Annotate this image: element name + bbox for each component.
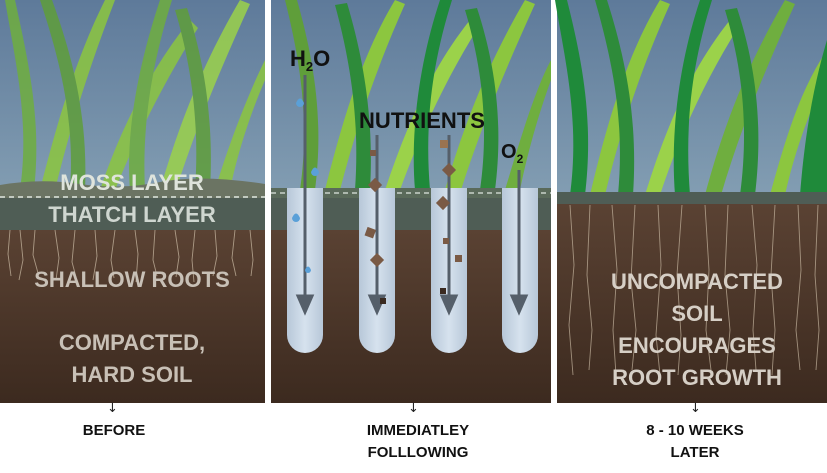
water-drops — [292, 98, 319, 273]
nutrients-label: NUTRIENTS — [359, 108, 485, 133]
caption-arrow-before: ↓ — [107, 401, 118, 416]
nutrient-particles — [364, 140, 462, 304]
shallow-roots — [7, 229, 254, 283]
later-line1: UNCOMPACTED — [611, 269, 783, 294]
later-line3: ENCOURAGES — [618, 333, 776, 358]
o2-label: O2 — [501, 141, 524, 166]
shallow-roots-label: SHALLOW ROOTS — [34, 267, 230, 292]
grass-immediately — [285, 0, 551, 190]
soil-before — [0, 230, 265, 403]
panel-later: UNCOMPACTED SOIL ENCOURAGES ROOT GROWTH — [555, 0, 827, 403]
panel-divider — [265, 0, 271, 403]
thatch-layer-band — [0, 198, 265, 230]
caption-arrow-later: ↓ — [690, 401, 701, 416]
diagram-illustration: MOSS LAYER THATCH LAYER SHALLOW ROOTS CO… — [0, 0, 827, 403]
later-line2: SOIL — [671, 301, 722, 326]
panel-immediately: H2O NUTRIENTS O2 — [271, 0, 551, 403]
caption-later-line1: 8 - 10 WEEKS — [646, 422, 744, 439]
moss-layer-label: MOSS LAYER — [60, 170, 204, 195]
caption-before: BEFORE — [82, 422, 146, 439]
compacted-soil-label-line2: HARD SOIL — [72, 362, 193, 387]
compacted-soil-label-line1: COMPACTED, — [59, 330, 205, 355]
panel-divider — [551, 0, 557, 403]
caption-arrow-immediately: ↓ — [408, 401, 419, 416]
h2o-label: H2O — [290, 46, 330, 74]
caption-immediately-line1: IMMEDIATLEY — [366, 422, 470, 439]
grass-before — [5, 0, 265, 190]
caption-immediately-line2: FOLLLOWING — [367, 444, 469, 461]
flow-arrows — [295, 75, 529, 316]
grass-later — [555, 0, 827, 195]
moss-layer-band — [0, 178, 265, 198]
deep-roots — [568, 204, 820, 376]
panel-before: MOSS LAYER THATCH LAYER SHALLOW ROOTS CO… — [0, 0, 265, 403]
later-line4: ROOT GROWTH — [612, 365, 782, 390]
thatch-layer-label: THATCH LAYER — [48, 202, 216, 227]
caption-later-line2: LATER — [670, 444, 720, 461]
